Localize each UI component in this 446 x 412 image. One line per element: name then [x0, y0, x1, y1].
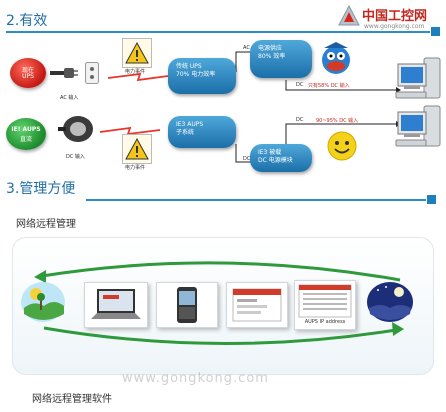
web-page-card-1 [226, 282, 288, 328]
lightning-icon-2 [99, 126, 161, 136]
aups-ip-card: AUPS IP address [294, 280, 356, 330]
ie3-aups-line1: IE3 AUPS [176, 121, 204, 128]
caution-image-2 [122, 134, 152, 164]
dc-input-label: DC 输入 [66, 154, 85, 160]
lightning-icon [107, 72, 169, 82]
dc-label-1: DC [296, 82, 304, 88]
ie3-badge-line2: 直流 [19, 136, 32, 143]
caution-icon-2 [125, 137, 149, 160]
network-panel [12, 237, 434, 375]
ac-input-label: AC 输入 [60, 95, 79, 101]
dc-label-2: DC [243, 156, 251, 162]
section3-rule-square [427, 195, 436, 204]
power-supply-line2: 80% 效率 [258, 53, 286, 60]
section2-rule-square [431, 27, 440, 36]
section3-rule [86, 199, 426, 201]
ups-badge: 现在 UPS [10, 58, 46, 88]
ie3-load-line2: DC 电源模块 [258, 157, 293, 164]
ie3-aups-box: IE3 AUPS 子系统 [168, 116, 236, 148]
ie3-badge-line1: IE! AUPS [11, 126, 41, 133]
logo-text: 中国工控网 [362, 9, 428, 24]
dc-connector-3 [285, 123, 396, 150]
pc-icon-1 [395, 57, 441, 99]
dc-note-1: 只有58% DC 输入 [308, 83, 350, 89]
ie3-load-line1: IE3 被载 [258, 149, 282, 156]
laptop-card [84, 282, 148, 328]
angry-face-icon [322, 42, 350, 74]
aups-ip-caption: AUPS IP address [304, 319, 346, 325]
night-globe-icon [367, 282, 413, 322]
phone-icon [177, 287, 197, 323]
ie3-load-box: IE3 被载 DC 电源模块 [250, 144, 312, 172]
web-table-icon [298, 284, 352, 318]
pc-icon-2 [395, 105, 441, 147]
logo-subtext: www.gongkong.com [364, 23, 425, 30]
section2-title: 2.有效 [6, 13, 48, 29]
power-supply-line1: 电源供应 [258, 45, 283, 52]
ups-badge-line2: UPS [22, 73, 34, 80]
watermark: www.gongkong.com [122, 371, 269, 386]
logo: 中国工控网 www.gongkong.com [338, 3, 442, 33]
wall-outlet-icon [85, 62, 99, 84]
caution-label-1: 电力事件 [125, 69, 146, 75]
web-page-icon [232, 288, 282, 322]
phone-card [156, 282, 218, 328]
top-arrow-head [34, 270, 46, 283]
bottom-arrow [43, 326, 397, 346]
day-globe-icon [21, 282, 65, 322]
top-arrow [41, 261, 401, 282]
ie3-aups-badge: IE! AUPS 直流 [6, 118, 46, 150]
dc-note-2: 90~95% DC 输入 [316, 118, 359, 124]
bottom-arrow-head [392, 322, 404, 336]
section2-rule [6, 31, 430, 33]
traditional-ups-line1: 传统 UPS [176, 63, 202, 70]
footer-subtitle: 网络远程管理软件 [32, 394, 112, 405]
smiley-face-icon [327, 131, 357, 161]
dc-label-3: DC [296, 117, 304, 123]
ac-plug-icon [50, 68, 78, 78]
dc-connector-1 [285, 80, 396, 91]
cycle-arrows [34, 261, 404, 346]
caution-icon [125, 41, 149, 64]
ups-badge-line1: 现在 [21, 67, 34, 74]
caution-image-1 [122, 38, 152, 68]
ac-label: AC [243, 45, 250, 51]
power-supply-box: 电源供应 80% 效率 [250, 40, 312, 78]
section3-subtitle: 网络远程管理 [16, 219, 76, 230]
caution-label-2: 电力事件 [125, 165, 146, 171]
section3-title: 3.管理方便 [6, 181, 76, 197]
traditional-ups-line2: 70% 电力效率 [176, 71, 216, 78]
traditional-ups-box: 传统 UPS 70% 电力效率 [168, 58, 236, 94]
ie3-aups-line2: 子系统 [176, 129, 195, 136]
dc-adapter-icon [58, 116, 93, 142]
logo-mark-icon [338, 5, 360, 26]
laptop-icon [91, 289, 141, 319]
